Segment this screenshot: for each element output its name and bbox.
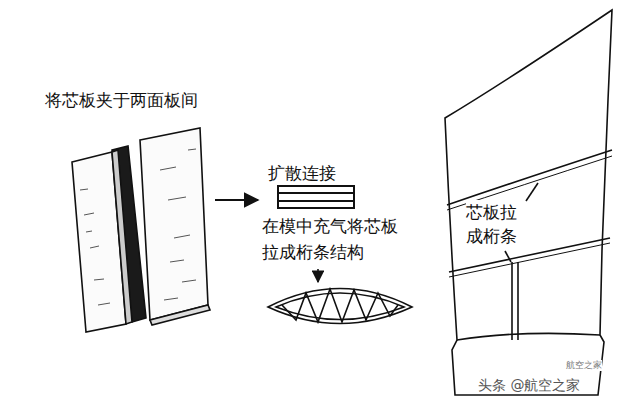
leader-line xyxy=(526,183,538,201)
plate-stack xyxy=(72,128,210,332)
bonded-plates xyxy=(278,186,354,208)
root-line xyxy=(457,333,600,340)
back-plate xyxy=(140,128,208,320)
blade xyxy=(445,10,612,395)
plate-edge xyxy=(150,305,210,325)
plate-texture xyxy=(80,149,196,305)
step-label: 将芯板夹于两面板间 xyxy=(45,89,198,111)
truss-core xyxy=(282,289,398,322)
texture xyxy=(160,149,196,300)
leader-line xyxy=(505,251,511,262)
part-label: 芯板拉 成桁条 xyxy=(466,200,522,248)
bond-line xyxy=(278,200,354,202)
stringer xyxy=(449,243,610,277)
process-arrow xyxy=(317,269,319,282)
texture xyxy=(80,189,110,305)
outer-skin xyxy=(268,289,412,324)
blade-slit xyxy=(512,262,518,340)
blade-outline xyxy=(445,10,612,395)
step-label: 扩散连接 xyxy=(268,162,336,184)
watermark: 航空之家 xyxy=(566,360,602,371)
watermark: 头条 @航空之家 xyxy=(478,376,580,394)
step-label: 在模中充气将芯板 拉成桁条结构 xyxy=(262,213,412,265)
stringer xyxy=(447,150,612,205)
process-arrow xyxy=(215,199,258,201)
bonded-stack xyxy=(278,186,354,208)
plate-edge xyxy=(112,150,132,324)
truss-section xyxy=(268,289,412,324)
bond-line xyxy=(278,192,354,194)
